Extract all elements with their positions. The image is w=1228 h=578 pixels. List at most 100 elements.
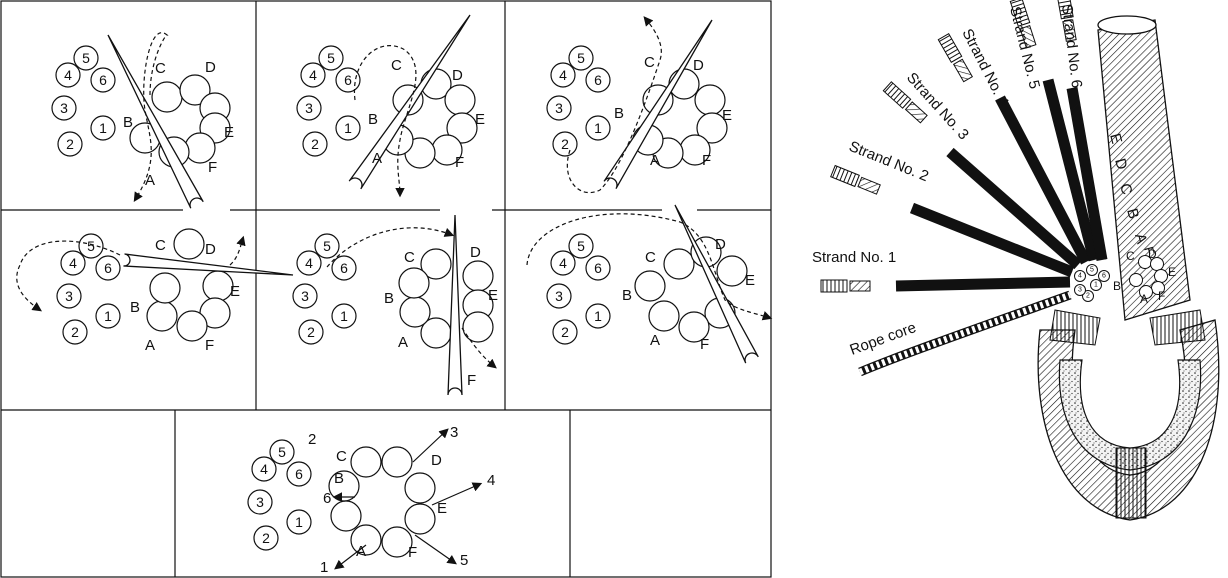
- outgoing-strand-number: 5: [460, 552, 468, 569]
- unlaid-strand: [1067, 87, 1107, 261]
- splice-numbered-circle: [1074, 284, 1086, 296]
- lettered-strand-label: E: [745, 272, 755, 289]
- numbered-strand-label: 1: [594, 120, 602, 136]
- lettered-strand-label: A: [398, 334, 408, 351]
- lettered-strand-circle: [420, 248, 452, 280]
- outgoing-strand-arrow: [334, 544, 367, 570]
- rope-end: [1097, 15, 1157, 35]
- outgoing-strand-number: 1: [320, 559, 328, 576]
- lettered-strand-label: D: [452, 67, 463, 84]
- throat-seizing-left: [1049, 309, 1101, 346]
- throat-seizing-right: [1149, 309, 1206, 346]
- numbered-strand-label: 3: [305, 100, 313, 116]
- lettered-strand-label: C: [404, 249, 415, 266]
- numbered-strand-label: 1: [340, 308, 348, 324]
- numbered-strand-circle: [585, 115, 611, 141]
- numbered-strand-circle: [585, 255, 611, 281]
- numbered-strand-circle: [51, 95, 77, 121]
- numbered-strand-circle: [568, 45, 594, 71]
- lettered-strand-label: E: [230, 283, 240, 300]
- lettered-strand-label: C: [155, 237, 166, 254]
- rope-strand-letter: B: [1123, 207, 1142, 221]
- numbered-strand-circle: [335, 115, 361, 141]
- lettered-strand-label: D: [431, 452, 442, 469]
- lettered-strand-circle: [350, 446, 382, 478]
- unlaid-strand: [947, 148, 1081, 269]
- splice-numbered-circle: [1090, 279, 1102, 291]
- strand-number-label: Strand No. 1: [812, 249, 896, 266]
- numbered-strand-label: 6: [344, 72, 352, 88]
- lettered-strand-label: B: [384, 290, 394, 307]
- lettered-strand-label: F: [205, 337, 214, 354]
- lettered-strand-circle: [634, 270, 666, 302]
- numbered-strand-label: 4: [69, 255, 77, 271]
- splice-lettered-circle: [1139, 285, 1153, 299]
- splice-lettered-circle: [1154, 269, 1168, 283]
- numbered-strand-label: 5: [278, 444, 286, 460]
- splice-numbered-label: 1: [1094, 282, 1098, 289]
- numbered-strand-label: 3: [555, 288, 563, 304]
- splice-lettered-label: A: [1140, 292, 1148, 306]
- lettered-strand-circle: [381, 526, 413, 558]
- numbered-strand-label: 5: [577, 50, 585, 66]
- strand-number-label: Strand No. 2: [847, 138, 931, 185]
- marlinspike: [447, 214, 463, 396]
- lettered-strand-label: A: [356, 543, 366, 560]
- lettered-strand-circle: [663, 248, 695, 280]
- rope-core: [858, 291, 1072, 375]
- numbered-strand-label: 5: [327, 50, 335, 66]
- lettered-strand-circle: [330, 500, 362, 532]
- splice-numbered-circle: [1074, 270, 1086, 282]
- lettered-strand-circle: [404, 503, 436, 535]
- numbered-strand-circle: [550, 250, 576, 276]
- numbered-strand-circle: [269, 439, 295, 465]
- lettered-strand-circle: [146, 300, 178, 332]
- marlinspike: [107, 34, 204, 209]
- lettered-strand-circle: [398, 267, 430, 299]
- numbered-strand-circle: [314, 233, 340, 259]
- splice-lettered-label: C: [1126, 249, 1135, 263]
- splice-numbered-label: 3: [1078, 287, 1082, 294]
- splice-lettered-label: E: [1168, 265, 1176, 279]
- numbered-strand-circle: [73, 45, 99, 71]
- outgoing-strand-arrow: [412, 428, 449, 463]
- strand-number-label: Strand No. 5: [1006, 5, 1043, 91]
- numbered-strand-label: 2: [561, 324, 569, 340]
- whipped-strand-end: [1009, 0, 1037, 49]
- numbered-strand-circle: [331, 255, 357, 281]
- numbered-strand-label: 6: [594, 72, 602, 88]
- numbered-strand-circle: [318, 45, 344, 71]
- lettered-strand-circle: [179, 74, 211, 106]
- unlaid-strand: [895, 277, 1071, 291]
- splice-lettered-circle: [1129, 273, 1143, 287]
- numbered-strand-label: 1: [99, 120, 107, 136]
- main-rope: [1097, 19, 1191, 321]
- numbered-strand-circle: [296, 250, 322, 276]
- lettered-strand-label: E: [488, 287, 498, 304]
- numbered-strand-circle: [585, 67, 611, 93]
- lettered-strand-label: F: [467, 372, 476, 389]
- tuck-path: [526, 213, 773, 321]
- rope-strand-letter: C: [1116, 182, 1135, 197]
- numbered-strand-label: 2: [262, 530, 270, 546]
- numbered-strand-label: 4: [260, 461, 268, 477]
- numbered-strand-circle: [286, 509, 312, 535]
- splice-numbered-label: 2: [1086, 293, 1090, 300]
- lettered-strand-label: B: [123, 114, 133, 131]
- numbered-strand-label: 4: [64, 67, 72, 83]
- lettered-strand-circle: [678, 311, 710, 343]
- tuck-path: [229, 235, 246, 266]
- numbered-strand-label: 2: [311, 136, 319, 152]
- numbered-strand-circle: [56, 283, 82, 309]
- lettered-strand-label: D: [205, 59, 216, 76]
- lettered-strand-label: D: [715, 236, 726, 253]
- numbered-strand-circle: [62, 319, 88, 345]
- splice-numbered-label: 6: [1102, 273, 1106, 280]
- numbered-strand-label: 4: [309, 67, 317, 83]
